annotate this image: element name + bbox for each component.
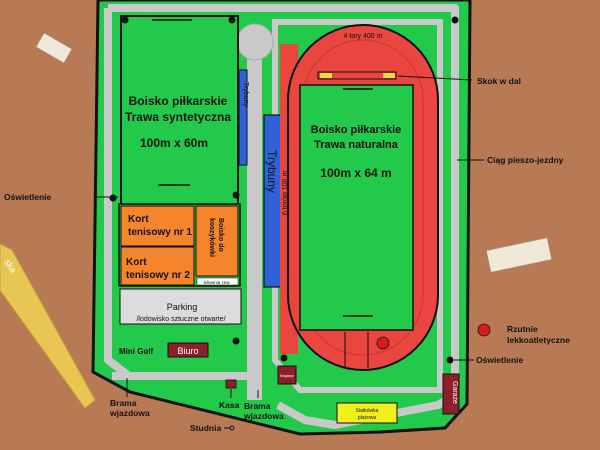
light-5 xyxy=(232,337,240,345)
tennis2-line2: tenisowy nr 2 xyxy=(126,270,190,281)
long-jump-label: Skok w dal xyxy=(477,76,521,86)
basketball-line1: Boisko do xyxy=(217,218,224,252)
tennis1-line1: Kort xyxy=(128,214,149,225)
light-4 xyxy=(232,191,240,199)
lighting-left-label: Oświetlenie xyxy=(4,192,52,202)
tennis-court-1 xyxy=(120,205,195,247)
walkway-label: Ciąg pieszo-jezdny xyxy=(487,155,564,165)
storage-building xyxy=(277,365,297,385)
neighbor-building-2 xyxy=(486,237,552,273)
field1-size: 100m x 60m xyxy=(140,136,208,150)
tribunes-big-label: Trybuny xyxy=(265,150,279,193)
outdoor-gym-label: Siłownia zew. xyxy=(203,280,230,285)
walkway-central xyxy=(247,40,262,400)
beach-volleyball-court xyxy=(336,402,398,424)
garage-label: Garaże xyxy=(451,381,458,404)
street-road xyxy=(0,243,96,409)
outdoor-gym xyxy=(196,277,239,286)
light-3 xyxy=(109,194,117,202)
field2-size: 100m x 64 m xyxy=(320,166,391,180)
tribunes-small-label: Trybuny xyxy=(242,82,249,108)
neighbor-building-1 xyxy=(35,32,73,64)
beach-line2: plażowa xyxy=(358,415,377,421)
track-oval-label: 4 tory 400 m xyxy=(344,33,383,40)
well-icon xyxy=(229,425,235,431)
tribunes-big xyxy=(263,114,283,288)
straight-track-label: 6 torów 100 m xyxy=(282,170,289,215)
ice-rink-label: /lodowisko sztuczne otwarte/ xyxy=(136,316,225,323)
parking-label: Parking xyxy=(167,302,198,312)
parking xyxy=(119,288,242,325)
cash-label: Kasa xyxy=(219,400,240,410)
walkway-ring xyxy=(272,19,443,393)
gate-left-line1: Brama xyxy=(110,398,137,408)
long-jump-runway xyxy=(317,71,397,80)
light-6 xyxy=(446,356,454,364)
basketball-line2: koszykówki xyxy=(208,218,215,257)
gate-right-line2: wjazdowa xyxy=(243,411,284,421)
throwing-line2: lekkoatletyczne xyxy=(507,335,570,345)
field-synthetic xyxy=(120,15,239,207)
tennis1-line2: tenisowy nr 1 xyxy=(128,227,192,238)
long-jump-pit-right xyxy=(383,73,395,78)
cash-building xyxy=(225,379,237,389)
long-jump-pointer xyxy=(397,75,473,81)
field-natural xyxy=(299,84,414,331)
walkway-perimeter xyxy=(104,4,459,429)
office-building xyxy=(167,342,209,358)
light-1 xyxy=(121,16,129,24)
basketball-court xyxy=(195,205,239,277)
light-7 xyxy=(280,354,288,362)
field2-name: Boisko piłkarskie xyxy=(311,124,402,136)
field1-surface: Trawa syntetyczna xyxy=(125,110,231,124)
field1-name: Boisko piłkarskie xyxy=(129,94,228,108)
gate-left-line2: wjazdowa xyxy=(109,408,150,418)
long-jump-pit-left xyxy=(320,73,332,78)
tennis2-line1: Kort xyxy=(126,257,147,268)
throwing-line1: Rzutnie xyxy=(507,324,538,334)
lighting-right-label: Oświetlenie xyxy=(476,355,524,365)
tribunes-small xyxy=(238,69,248,166)
office-label: Biuro xyxy=(177,346,198,356)
storage-label: Magazyn xyxy=(280,374,294,378)
gate-right-line1: Brama xyxy=(244,401,271,411)
roundabout xyxy=(236,23,274,61)
well-label: Studnia xyxy=(190,423,221,433)
mini-golf-label: Mini Golf xyxy=(119,347,154,356)
garage-building xyxy=(442,373,460,415)
beach-line1: Siatkówka xyxy=(356,408,379,414)
light-2 xyxy=(228,16,236,24)
field2-surface: Trawa naturalna xyxy=(314,139,399,151)
throwing-circle xyxy=(477,323,491,337)
tennis-court-2 xyxy=(120,246,195,286)
shot-put-circle xyxy=(376,336,390,350)
light-8 xyxy=(451,16,459,24)
